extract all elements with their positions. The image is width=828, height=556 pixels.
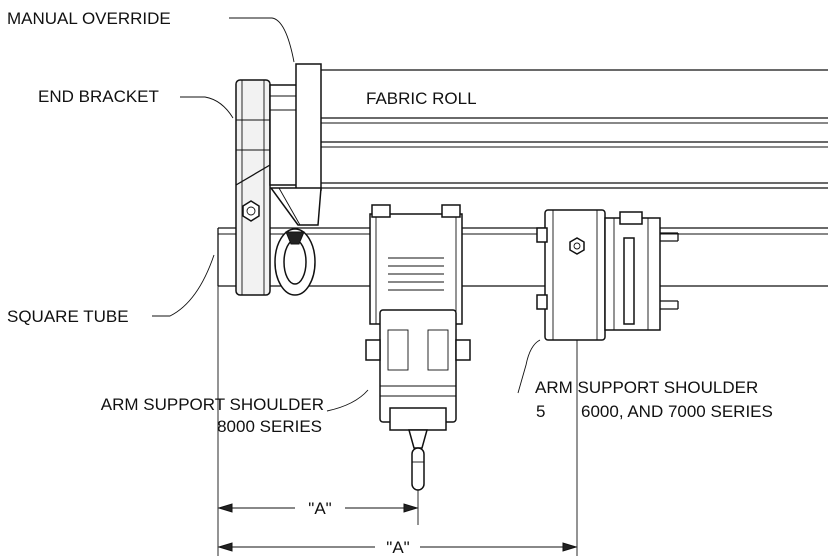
arm-support-8000 (365, 204, 471, 491)
label-arm-5000-line1: ARM SUPPORT SHOULDER (535, 378, 758, 397)
dimension-short-label: "A" (308, 499, 331, 518)
label-arm-8000-line2: 8000 SERIES (217, 417, 322, 436)
manual-override (269, 63, 322, 296)
extension-lines (217, 286, 578, 556)
dimension-long-label: "A" (386, 538, 409, 556)
square-tube (217, 227, 828, 287)
label-manual-override: MANUAL OVERRIDE (7, 9, 171, 28)
label-square-tube: SQUARE TUBE (7, 307, 129, 326)
label-fabric-roll: FABRIC ROLL (366, 89, 477, 108)
label-arm-5000-line2a: 5 (536, 402, 545, 421)
arm-support-5000-6000-7000 (536, 209, 679, 341)
dimension-long: "A" (217, 538, 578, 556)
label-end-bracket: END BRACKET (38, 87, 159, 106)
fabric-roll (296, 69, 828, 189)
leader-lines (152, 17, 541, 412)
label-arm-8000-line1: ARM SUPPORT SHOULDER (101, 395, 324, 414)
label-arm-5000-line2b: 6000, AND 7000 SERIES (581, 402, 773, 421)
end-bracket (235, 79, 299, 296)
dimension-short: "A" (217, 499, 419, 518)
